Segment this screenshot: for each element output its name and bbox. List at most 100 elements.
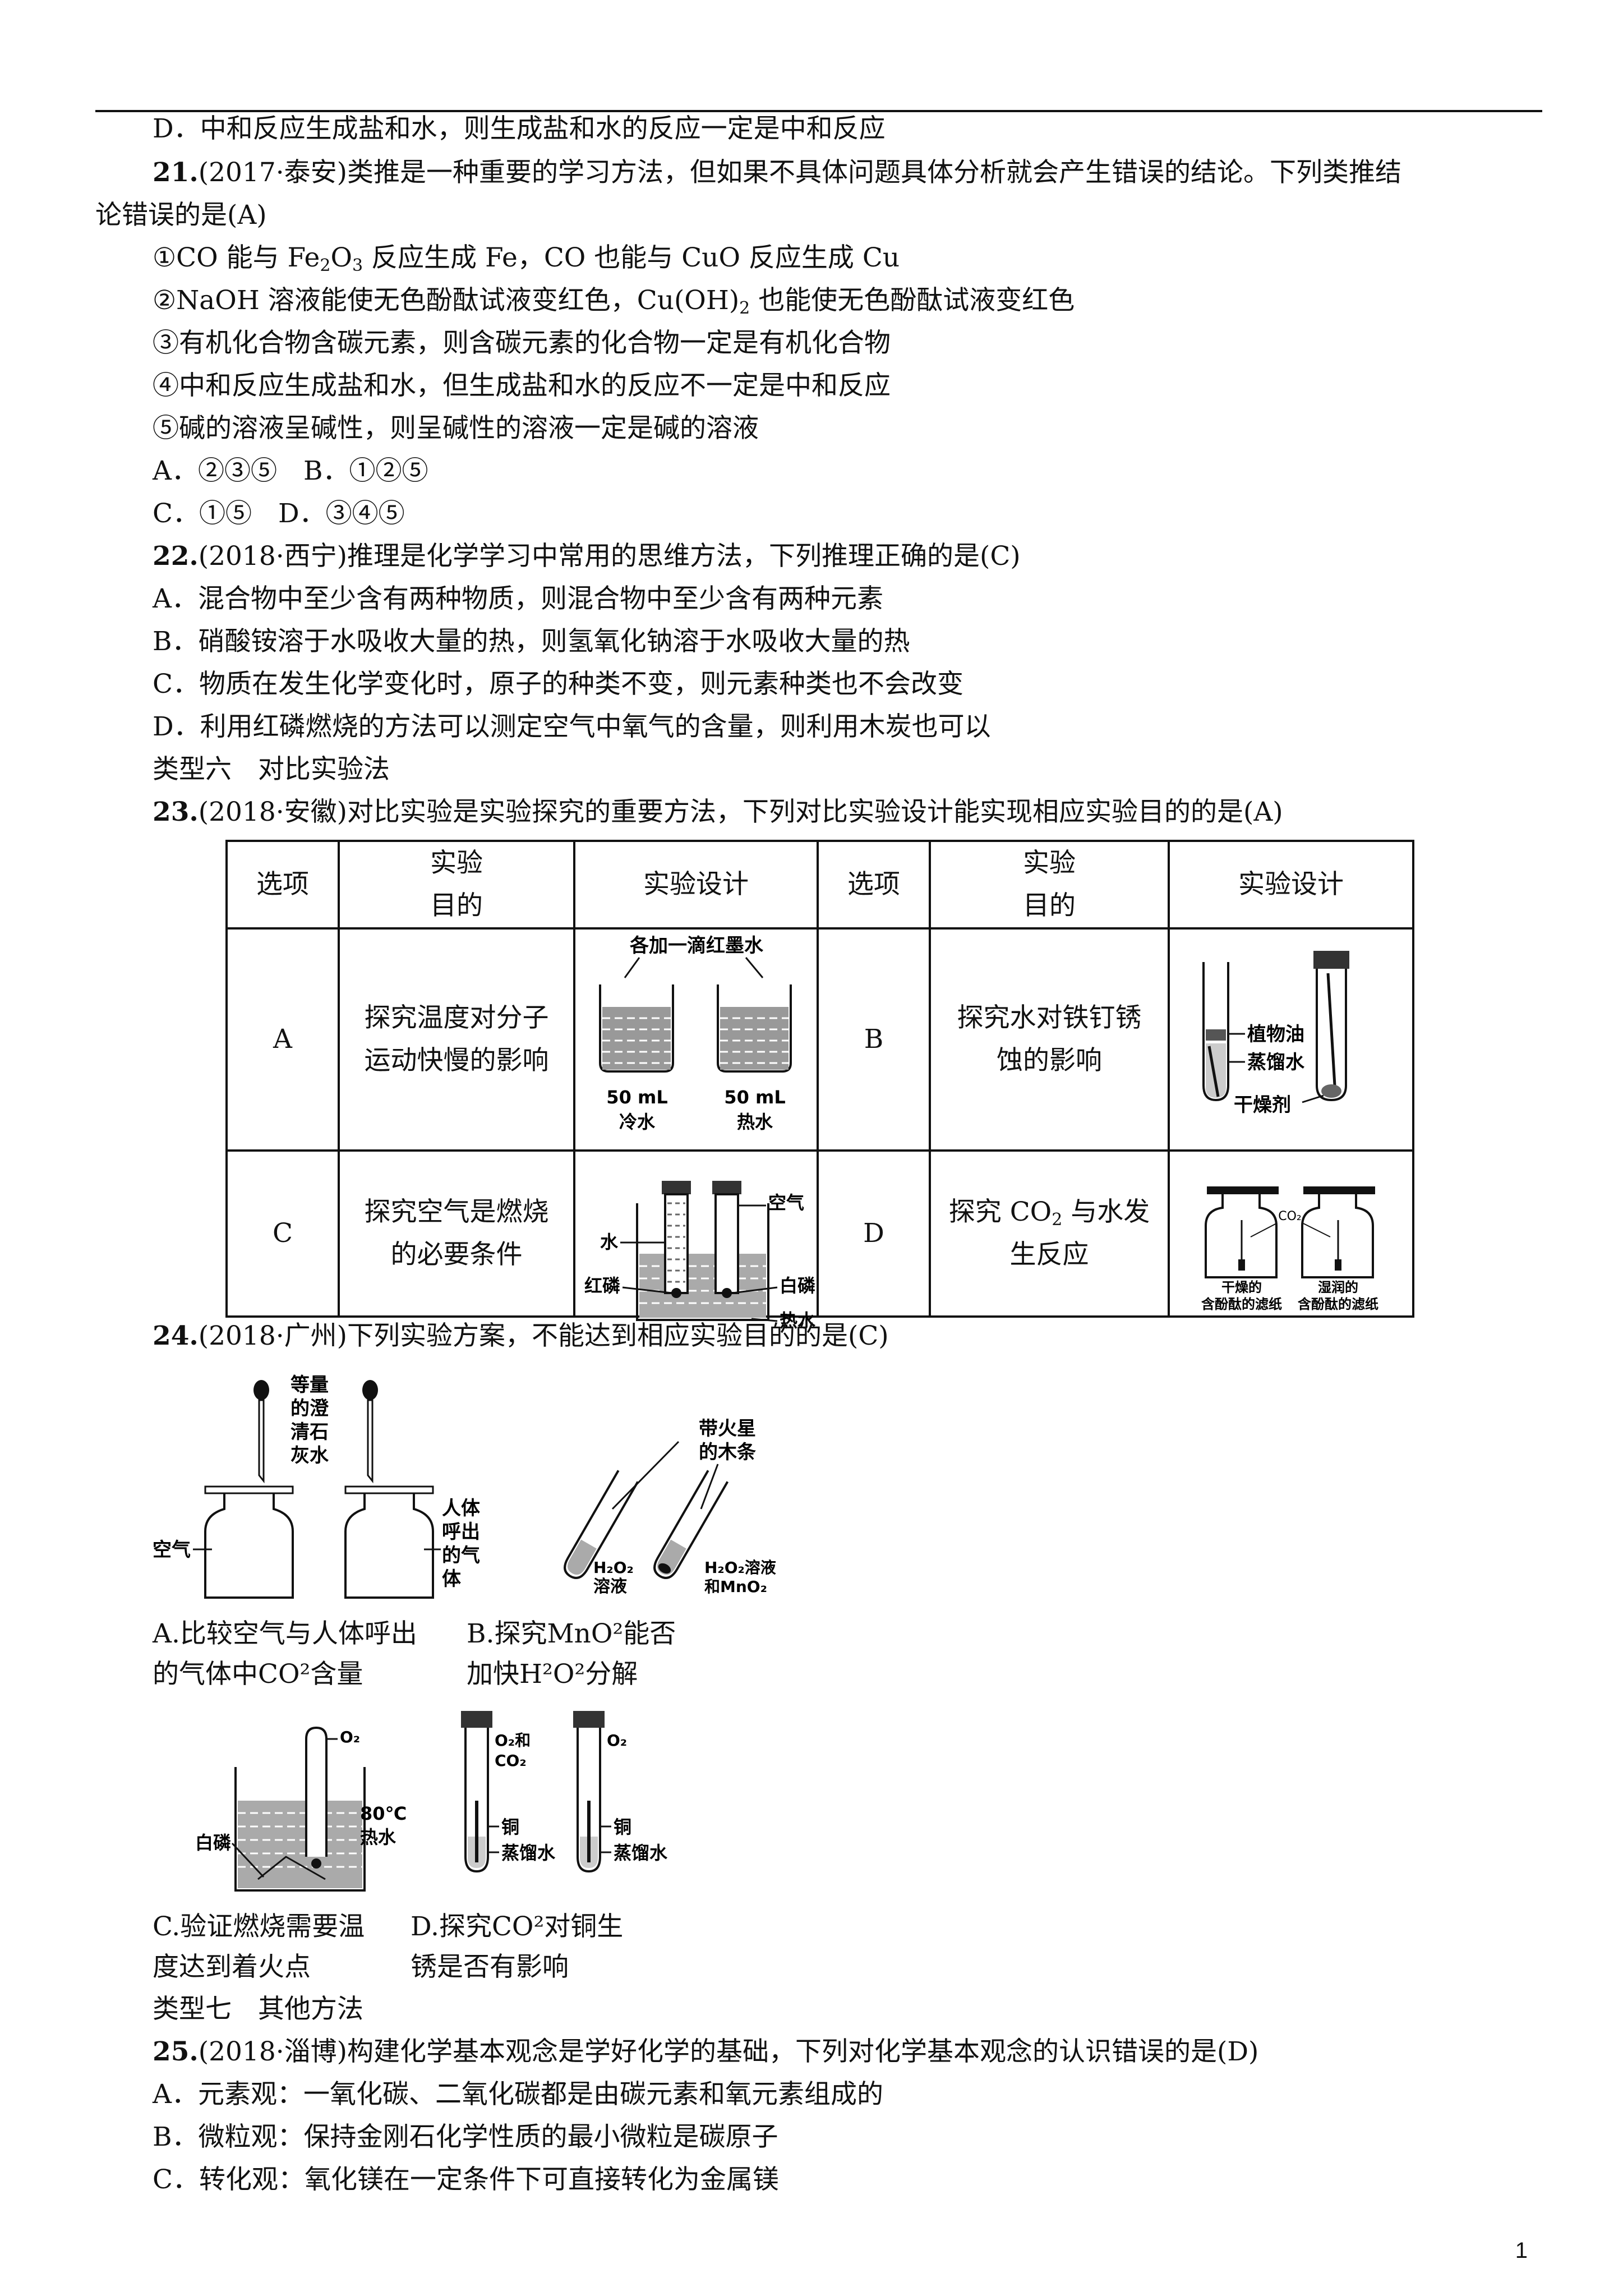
label-water: 水 — [600, 1231, 619, 1253]
combustion-diagram: 水 空气 红磷 白磷 热水 — [584, 1181, 816, 1331]
question-23-stem: (2018·安徽)对比实验是实验探究的重要方法，下列对比实验设计能实现相应实验目… — [198, 797, 1283, 827]
label-h2o2: H₂O₂ — [593, 1558, 634, 1577]
dropper-right-icon — [362, 1380, 378, 1484]
question-21: 21.(2017·泰安)类推是一种重要的学习方法，但如果不具体问题具体分析就会产… — [153, 156, 1401, 190]
q25-option-a: A．元素观：一氧化碳、二氧化碳都是由碳元素和氧元素组成的 — [153, 2079, 883, 2110]
label-limewater-4: 灰水 — [291, 1444, 329, 1467]
q21-item-1-e: 反应生成 Fe，CO 也能与 CuO 反应生成 Cu — [363, 242, 900, 273]
q22-option-c: C．物质在发生化学变化时，原子的种类不变，则元素种类也不会改变 — [153, 669, 963, 700]
label-equal: 等量 — [291, 1374, 329, 1396]
question-21-number: 21. — [153, 157, 199, 188]
header-design: 实验设计 — [573, 840, 819, 930]
test-tube-dry-icon — [1313, 951, 1349, 1102]
beakers-diagram: 各加一滴红墨水 50 mL 冷水 50 mL 热水 — [599, 935, 792, 1133]
tube-air-icon — [712, 1181, 741, 1294]
label-distilled-2: 蒸馏水 — [614, 1842, 668, 1864]
question-24: 24.(2018·广州)下列实验方案，不能达到相应实验目的的是(C) — [153, 1319, 889, 1353]
q21-options-cd: C．①⑤ D．③④⑤ — [153, 498, 405, 529]
dropper-left-icon — [253, 1380, 269, 1484]
caption-d-line1: D.探究CO²对铜生 — [411, 1911, 624, 1942]
question-24-stem: (2018·广州)下列实验方案，不能达到相应实验目的的是(C) — [198, 1320, 889, 1351]
h2o2-tubes-diagram: 带火星 的木条 H₂O₂ 溶液 H₂O₂溶液 和MnO₂ — [564, 1418, 776, 1596]
label-breath-1: 人体 — [442, 1497, 480, 1520]
header-option: 选项 — [225, 840, 340, 930]
header-option-2: 选项 — [817, 840, 931, 930]
bottle-breath-icon — [344, 1485, 434, 1599]
option-b: B — [817, 927, 931, 1152]
label-o2-and: O₂和 — [495, 1731, 531, 1750]
label-hot-water: 热水 — [737, 1111, 773, 1133]
question-25: 25.(2018·淄博)构建化学基本观念是学好化学的基础，下列对化学基本观念的认… — [153, 2035, 1258, 2069]
label-cold-water: 冷水 — [619, 1111, 656, 1133]
question-23-number: 23. — [153, 797, 199, 827]
label-50ml-hot: 50 mL — [724, 1087, 785, 1108]
q21-item-1-a: ①CO 能与 Fe — [153, 242, 320, 273]
limewater-bottles-diagram: 等量 的澄 清石 灰水 空气 人体 呼出 的气 体 — [153, 1374, 480, 1599]
purpose-c: 探究空气是燃烧的必要条件 — [338, 1149, 575, 1318]
q21-item-1: ①CO 能与 Fe2O3 反应生成 Fe，CO 也能与 CuO 反应生成 Cu — [153, 241, 900, 275]
tube-mno2-icon — [653, 1470, 729, 1579]
q21-item-3: ③有机化合物含碳元素，则含碳元素的化合物一定是有机化合物 — [153, 328, 891, 358]
question-25-number: 25. — [153, 2036, 199, 2067]
caption-a-line1: A.比较空气与人体呼出 — [153, 1618, 417, 1649]
label-glowing-1: 带火星 — [699, 1418, 756, 1440]
caption-b-line2: 加快H²O²分解 — [467, 1659, 638, 1690]
label-breath-3: 的气 — [442, 1544, 480, 1567]
header-design-2: 实验设计 — [1168, 840, 1414, 930]
option-d: D — [817, 1149, 931, 1318]
label-air-bottle: 空气 — [153, 1539, 191, 1561]
question-21-stem: (2017·泰安)类推是一种重要的学习方法，但如果不具体问题具体分析就会产生错误… — [198, 157, 1402, 188]
bottle-air-icon — [204, 1485, 294, 1599]
label-air: 空气 — [768, 1192, 804, 1213]
question-22-number: 22. — [153, 541, 199, 572]
line-d-prev: D．中和反应生成盐和水，则生成盐和水的反应一定是中和反应 — [153, 113, 886, 144]
label-and-mno2: 和MnO₂ — [704, 1577, 767, 1596]
experiment-table: 选项 实验目的 实验设计 选项 实验目的 实验设计 A 探究温度对分子运动快慢的… — [225, 840, 1414, 1318]
co2-bottles-diagram: CO₂ 干燥的 含酚酞的滤纸 湿润的 含酚酞的滤纸 — [1201, 1186, 1378, 1312]
q21-item-5: ⑤碱的溶液呈碱性，则呈碱性的溶液一定是碱的溶液 — [153, 413, 759, 444]
label-limewater-2: 的澄 — [291, 1397, 329, 1420]
ignition-temp-diagram: O₂ 80℃ 热水 白磷 — [196, 1726, 407, 1892]
q21-options-ab: A．②③⑤ B．①②⑤ — [153, 455, 428, 486]
label-desiccant: 干燥剂 — [1234, 1094, 1291, 1116]
tube-o2-only-icon — [573, 1711, 605, 1873]
q21-item-1-sub2: 3 — [352, 256, 363, 275]
purpose-b: 探究水对铁钉锈蚀的影响 — [929, 927, 1170, 1152]
q21-item-2-sub: 2 — [739, 298, 750, 318]
label-co2: CO₂ — [1278, 1209, 1302, 1223]
question-24-number: 24. — [153, 1320, 199, 1351]
label-dry: 干燥的 — [1221, 1280, 1262, 1295]
q25-option-b: B．微粒观：保持金刚石化学性质的最小微粒是碳原子 — [153, 2122, 778, 2152]
tube-o2-icon — [305, 1726, 328, 1857]
label-distilled-1: 蒸馏水 — [501, 1842, 556, 1864]
beaker-hot-icon — [717, 984, 792, 1073]
question-21-stem-cont: 论错误的是(A) — [95, 200, 267, 231]
label-wet-paper: 含酚酞的滤纸 — [1298, 1296, 1378, 1312]
label-white-phosphorus-24c: 白磷 — [196, 1832, 231, 1853]
option-c: C — [225, 1149, 340, 1318]
caption-a-line2: 的气体中CO²含量 — [153, 1659, 363, 1690]
question-23: 23.(2018·安徽)对比实验是实验探究的重要方法，下列对比实验设计能实现相应… — [153, 795, 1283, 829]
label-glowing-2: 的木条 — [699, 1441, 756, 1464]
label-copper-1: 铜 — [501, 1816, 519, 1838]
label-white-phosphorus: 白磷 — [780, 1275, 815, 1296]
top-rule — [95, 110, 1542, 112]
q21-item-2-c: 也能使无色酚酞试液变红色 — [750, 285, 1075, 316]
label-co2-tube: CO₂ — [495, 1751, 527, 1770]
question-22-stem: (2018·西宁)推理是化学学习中常用的思维方法，下列推理正确的是(C) — [198, 541, 1021, 572]
beaker-cold-icon — [599, 984, 674, 1073]
caption-d-line2: 锈是否有影响 — [411, 1952, 569, 1982]
label-solution: 溶液 — [593, 1577, 627, 1596]
label-50ml-cold: 50 mL — [606, 1087, 667, 1108]
label-breath-2: 呼出 — [442, 1521, 480, 1543]
q22-option-b: B．硝酸铵溶于水吸收大量的热，则氢氧化钠溶于水吸收大量的热 — [153, 626, 910, 657]
label-o2: O₂ — [340, 1728, 360, 1746]
label-o2-tube: O₂ — [607, 1731, 627, 1750]
purpose-d: 探究 CO2 与水发生反应 — [929, 1149, 1170, 1318]
page-number: 1 — [1515, 2238, 1528, 2263]
q21-item-2: ②NaOH 溶液能使无色酚酞试液变红色，Cu(OH)2 也能使无色酚酞试液变红色 — [153, 284, 1075, 318]
copper-rust-diagram: O₂和 CO₂ O₂ 铜 蒸馏水 铜 蒸馏水 — [461, 1711, 668, 1873]
caption-c-line1: C.验证燃烧需要温 — [153, 1911, 365, 1942]
q25-option-c: C．转化观：氧化镁在一定条件下可直接转化为金属镁 — [153, 2164, 779, 2195]
label-distilled-water: 蒸馏水 — [1247, 1051, 1305, 1074]
